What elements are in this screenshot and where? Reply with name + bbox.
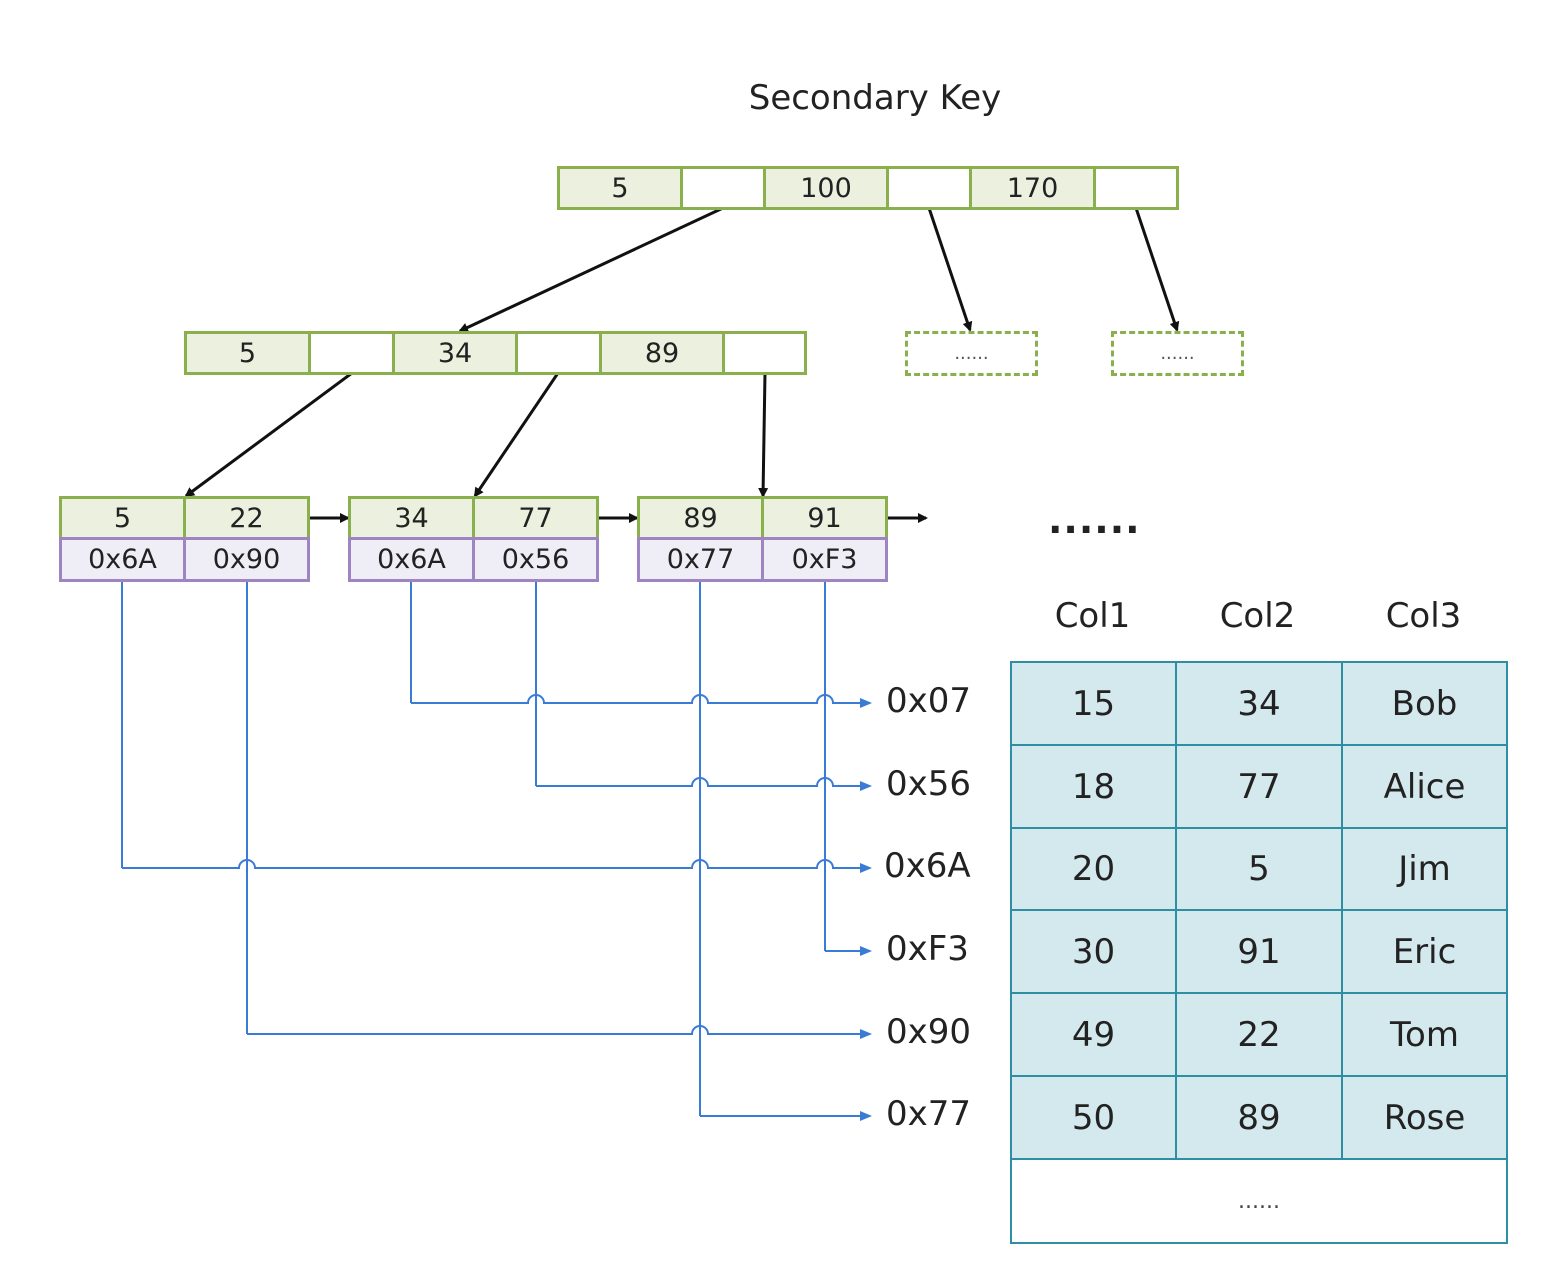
leaf-key: 22 bbox=[183, 496, 310, 540]
table-cell: 5 bbox=[1175, 827, 1343, 911]
internal-pointer bbox=[515, 331, 602, 375]
row-address-label: 0x90 bbox=[886, 1012, 972, 1052]
row-address-label: 0x77 bbox=[886, 1094, 972, 1134]
row-address-label: 0x07 bbox=[886, 681, 972, 721]
internal-pointer bbox=[308, 331, 395, 375]
leaf-address: 0x6A bbox=[348, 537, 475, 582]
pointer-run-0x56 bbox=[536, 777, 872, 791]
table-cell: 20 bbox=[1010, 827, 1177, 911]
table-cell: 91 bbox=[1175, 909, 1343, 994]
diagram-title: Secondary Key bbox=[748, 78, 1002, 118]
table-cell: 15 bbox=[1010, 661, 1177, 746]
table-column-header: Col3 bbox=[1385, 596, 1462, 636]
table-cell: 34 bbox=[1175, 661, 1343, 746]
root-key: 5 bbox=[557, 166, 683, 210]
root-to-collapsed-arrow-1 bbox=[927, 207, 973, 332]
table-cell: 49 bbox=[1010, 992, 1177, 1077]
table-cell: Alice bbox=[1341, 744, 1508, 829]
leaf-address: 0x77 bbox=[637, 537, 764, 582]
collapsed-node: ...... bbox=[905, 331, 1038, 376]
root-to-collapsed-arrow-2 bbox=[1134, 207, 1180, 332]
table-cell: 30 bbox=[1010, 909, 1177, 994]
leaf-continuation: ...... bbox=[1048, 498, 1141, 542]
internal-key: 89 bbox=[599, 331, 725, 375]
leaf-key: 89 bbox=[637, 496, 764, 540]
internal-to-leaf2-arrow bbox=[473, 372, 560, 498]
internal-key: 5 bbox=[184, 331, 311, 375]
leaf-address: 0xF3 bbox=[761, 537, 888, 582]
internal-to-leaf1-arrow bbox=[184, 371, 353, 498]
table-cell: Eric bbox=[1341, 909, 1508, 994]
pointer-run-0x6A bbox=[122, 859, 872, 873]
table-cell: Rose bbox=[1341, 1075, 1508, 1160]
root-pointer bbox=[680, 166, 766, 210]
table-cell: Jim bbox=[1341, 827, 1508, 911]
root-pointer bbox=[1093, 166, 1179, 210]
internal-key: 34 bbox=[392, 331, 518, 375]
table-more-rows: ...... bbox=[1010, 1158, 1508, 1244]
leaf-key: 91 bbox=[761, 496, 888, 540]
leaf-key: 34 bbox=[348, 496, 475, 540]
internal-pointer bbox=[722, 331, 807, 375]
root-key: 170 bbox=[969, 166, 1096, 210]
pointer-run-0x90 bbox=[247, 1025, 872, 1039]
table-cell: 50 bbox=[1010, 1075, 1177, 1160]
internal-to-leaf3-arrow bbox=[758, 372, 769, 498]
root-key: 100 bbox=[763, 166, 889, 210]
table-cell: Bob bbox=[1341, 661, 1508, 746]
table-cell: 89 bbox=[1175, 1075, 1343, 1160]
collapsed-node: ...... bbox=[1111, 331, 1244, 376]
leaf-address: 0x90 bbox=[183, 537, 310, 582]
row-address-label: 0x56 bbox=[886, 764, 972, 804]
table-column-header: Col1 bbox=[1054, 596, 1131, 636]
table-cell: 22 bbox=[1175, 992, 1343, 1077]
table-cell: 18 bbox=[1010, 744, 1177, 829]
table-cell: 77 bbox=[1175, 744, 1343, 829]
root-pointer bbox=[886, 166, 972, 210]
pointer-run-0x07 bbox=[411, 694, 872, 708]
leaf-address: 0x56 bbox=[472, 537, 599, 582]
leaf-key: 77 bbox=[472, 496, 599, 540]
row-address-label: 0x6A bbox=[884, 846, 971, 886]
row-address-label: 0xF3 bbox=[886, 929, 969, 969]
table-cell: Tom bbox=[1341, 992, 1508, 1077]
leaf-address: 0x6A bbox=[59, 537, 186, 582]
table-column-header: Col2 bbox=[1219, 596, 1296, 636]
leaf-key: 5 bbox=[59, 496, 186, 540]
root-to-internal-arrow bbox=[458, 206, 724, 333]
